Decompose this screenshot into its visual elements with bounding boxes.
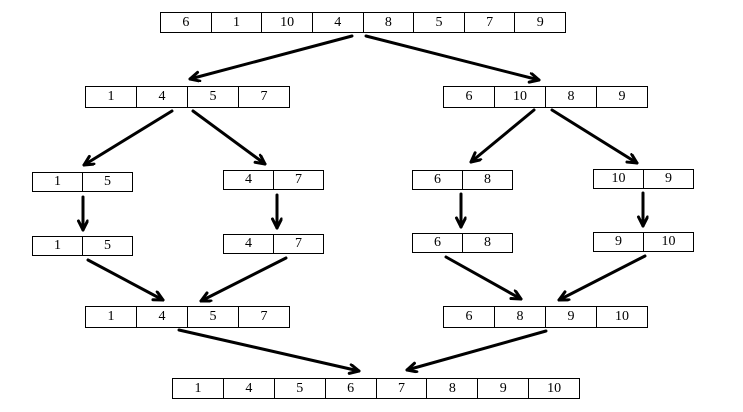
- arrow-merge-level4a-to-level5left: [86, 258, 165, 302]
- array-cell-level6-sorted-1: 4: [224, 379, 275, 398]
- array-cell-level4-c-1: 8: [484, 235, 491, 250]
- array-cell-level1-unsorted-3: 4: [313, 13, 364, 32]
- arrow-split-level2right-to-level3c: [469, 108, 536, 164]
- array-cell-level2-left-0: 1: [86, 87, 137, 107]
- array-cell-level4-d-1: 10: [661, 234, 676, 249]
- array-cell-level1-unsorted-1: 1: [212, 13, 263, 32]
- array-cell-level4-b-0: 4: [224, 235, 274, 253]
- arrow-merge-level5left-to-level6: [177, 328, 361, 371]
- array-cell-level4-c-0: 6: [413, 234, 463, 252]
- arrow-split-level2right-to-level3d: [550, 108, 639, 165]
- array-cell-level2-right-3: 9: [618, 89, 626, 104]
- arrow-split-level2left-to-level3a: [82, 109, 174, 167]
- array-cell-level2-left-3: 7: [260, 89, 268, 104]
- array-cell-level2-left-2: 5: [188, 87, 239, 107]
- arrow-merge-level4c-to-level5right: [444, 255, 523, 301]
- array-cell-level6-sorted-7: 10: [547, 380, 562, 396]
- array-cell-level5-right-3: 10: [615, 309, 629, 324]
- array-cell-level1-unsorted-7: 9: [536, 14, 544, 30]
- array-level3-d: 10 9: [593, 169, 694, 189]
- array-cell-level4-b-1: 7: [295, 236, 302, 251]
- arrow-split-level1-to-level2-left: [188, 34, 354, 79]
- array-level4-d: 9 10: [593, 232, 694, 252]
- array-cell-level5-right-2: 9: [546, 307, 597, 327]
- array-cell-level4-a-0: 1: [33, 237, 83, 255]
- array-cell-level4-d-0: 9: [594, 233, 644, 251]
- array-cell-level3-d-1: 9: [665, 171, 672, 186]
- array-cell-level6-sorted-2: 5: [275, 379, 326, 398]
- array-cell-level6-sorted-4: 7: [377, 379, 428, 398]
- array-cell-level1-unsorted-0: 6: [161, 13, 212, 32]
- arrow-split-level2left-to-level3b: [191, 109, 267, 166]
- array-cell-level3-a-1: 5: [104, 174, 111, 189]
- arrow-merge-level5right-to-level6: [405, 329, 548, 370]
- array-cell-level2-right-2: 8: [546, 87, 597, 107]
- array-cell-level1-unsorted-6: 7: [465, 13, 516, 32]
- array-cell-level2-right-0: 6: [444, 87, 495, 107]
- array-cell-level2-right-1: 10: [495, 87, 546, 107]
- array-cell-level5-left-1: 4: [137, 307, 188, 327]
- array-cell-level2-left-1: 4: [137, 87, 188, 107]
- array-cell-level6-sorted-3: 6: [326, 379, 377, 398]
- array-cell-level1-unsorted-5: 5: [414, 13, 465, 32]
- array-cell-level6-sorted-6: 9: [478, 379, 530, 398]
- array-cell-level6-sorted-0: 1: [173, 379, 224, 398]
- array-cell-level1-unsorted-4: 8: [364, 13, 415, 32]
- array-cell-level3-a-0: 1: [33, 173, 83, 191]
- array-cell-level3-c-0: 6: [413, 171, 463, 189]
- array-cell-level3-d-0: 10: [594, 170, 644, 188]
- array-cell-level3-b-0: 4: [224, 171, 274, 189]
- array-cell-level6-sorted-5: 8: [427, 379, 479, 398]
- array-cell-level3-b-1: 7: [295, 172, 302, 187]
- array-cell-level3-c-1: 8: [484, 172, 491, 187]
- arrow-merge-level4d-to-level5right: [557, 254, 647, 302]
- array-cell-level5-left-3: 7: [260, 309, 268, 324]
- array-cell-level5-right-0: 6: [444, 307, 495, 327]
- array-cell-level4-a-1: 5: [104, 238, 111, 253]
- arrow-split-level1-to-level2-right: [364, 34, 541, 80]
- array-cell-level1-unsorted-2: 10: [262, 13, 313, 32]
- arrow-merge-level4b-to-level5left: [199, 256, 288, 303]
- array-cell-level5-left-0: 1: [86, 307, 137, 327]
- array-cell-level5-left-2: 5: [188, 307, 239, 327]
- array-cell-level5-right-1: 8: [495, 307, 546, 327]
